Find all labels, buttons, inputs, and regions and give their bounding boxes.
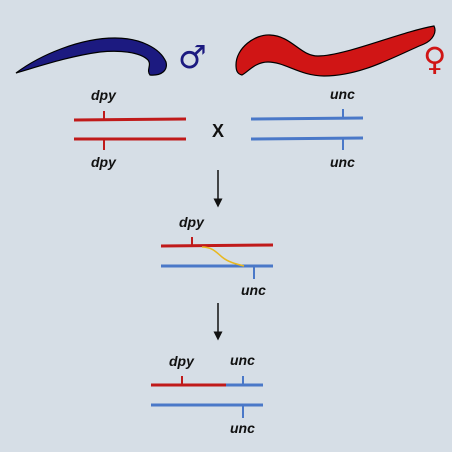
female-symbol: ♀ [423,40,446,78]
f1-dpy-label: dpy [179,214,205,230]
cross-symbol: X [212,121,224,141]
f1-heterozygote: dpy unc [160,214,274,298]
male-symbol: ♂ [178,38,207,76]
dpy-homolog-pair: dpy dpy [73,87,187,170]
recombinant-unc-label-top: unc [230,352,255,368]
unc-homolog-pair: unc unc [250,86,364,170]
female-worm [235,25,436,77]
crossover-line [201,246,245,267]
unc-label-bottom: unc [330,154,355,170]
male-worm [15,37,167,76]
unc-chromosome-bottom [250,136,364,141]
dpy-label-top: dpy [91,87,117,103]
dpy-chromosome-top [73,117,187,122]
recombinant-dpy-label: dpy [169,353,195,369]
recombinant-pair: dpy unc unc [151,352,263,436]
unc-label-top: unc [330,86,355,102]
f1-dpy-chromosome [160,243,274,248]
f1-unc-label: unc [241,282,266,298]
unc-chromosome-top [250,116,364,121]
dpy-label-bottom: dpy [91,154,117,170]
recombinant-unc-label-bottom: unc [230,420,255,436]
